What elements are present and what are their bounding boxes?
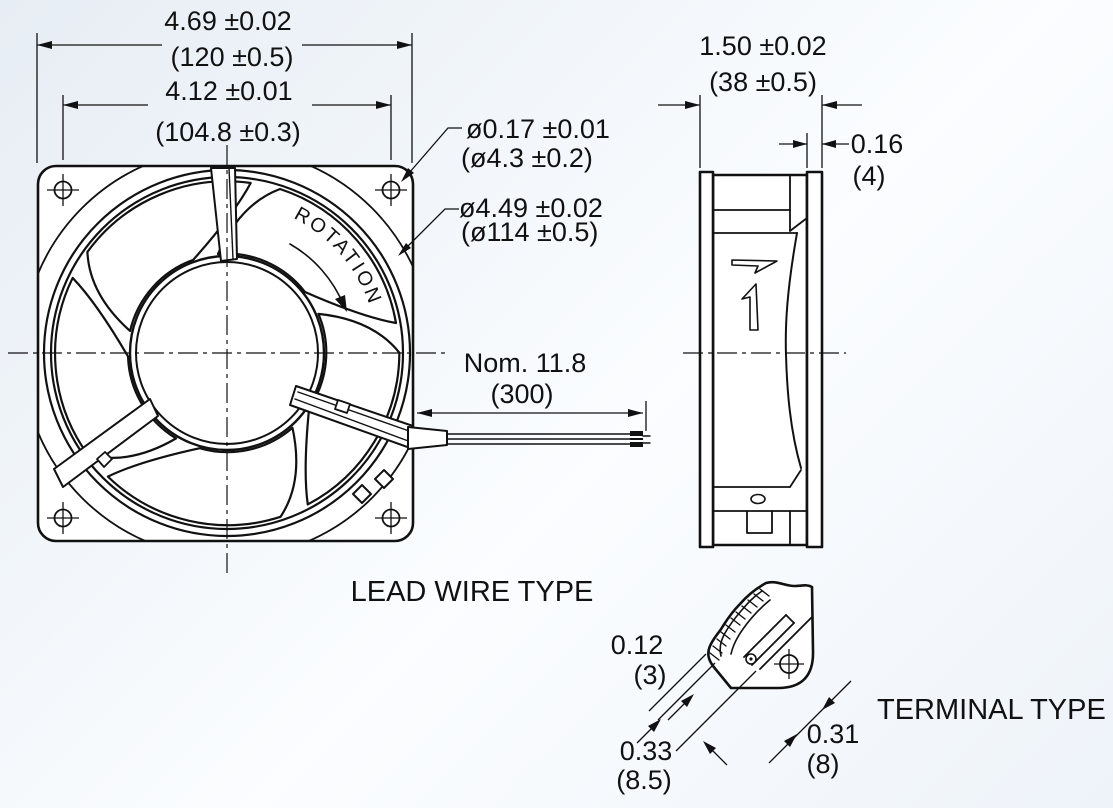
venturi-dim-in: ø4.49 ±0.02 — [459, 193, 603, 223]
lead-wire-type-caption: LEAD WIRE TYPE — [351, 576, 594, 608]
hole-pos-dim-in: 0.31 — [807, 719, 860, 749]
side-flange-right — [805, 170, 824, 549]
rotation-arrow-icon — [741, 283, 759, 331]
frame-width-dim-in: 4.69 ±0.02 — [164, 6, 291, 36]
blade-silhouette — [784, 232, 802, 469]
side-view — [683, 170, 846, 549]
rotation-arrowhead — [335, 295, 347, 312]
mount-hole-dim-in: ø0.17 ±0.01 — [466, 114, 610, 144]
struts — [53, 167, 414, 488]
wire-connector-block — [407, 426, 448, 450]
wall-dim-mm: (3) — [634, 660, 667, 690]
terminal-detail: 0.12 (3) 0.33 (8.5) 0.31 (8) — [611, 580, 860, 795]
side-flange-left — [698, 170, 715, 549]
flange-dim-in: 0.16 — [851, 129, 904, 159]
depth-dim-in: 1.50 ±0.02 — [699, 31, 826, 61]
front-dimensions: 4.69 ±0.02 (120 ±0.5) 4.12 ±0.01 (104.8 … — [36, 6, 647, 431]
lead-wire-dim-mm: (300) — [490, 379, 553, 409]
depth-dim-mm: (38 ±0.5) — [709, 67, 817, 97]
hole-pitch-dim-in: 4.12 ±0.01 — [165, 76, 292, 106]
terminal-pos-dim-mm: (8.5) — [616, 765, 672, 795]
terminal-boss — [352, 484, 372, 504]
mount-hole — [375, 174, 407, 206]
strut-tab — [96, 451, 113, 468]
mounting-holes — [47, 174, 407, 534]
flange-dim-mm: (4) — [853, 161, 886, 191]
cord-hole — [750, 493, 766, 505]
detail-mount-hole — [774, 649, 804, 679]
wire-channel-tab — [334, 399, 351, 414]
wire-end — [630, 431, 643, 447]
wall-inner-face — [730, 599, 771, 655]
hole-pos-dim-mm: (8) — [807, 749, 840, 779]
hole-pitch-dim-mm: (104.8 ±0.3) — [155, 117, 300, 147]
wall-dim-in: 0.12 — [611, 630, 664, 660]
mount-hole — [47, 502, 79, 534]
lead-wire-dim-in: Nom. 11.8 — [464, 348, 587, 378]
mount-hole — [375, 502, 407, 534]
mount-hole-dim-mm: (ø4.3 ±0.2) — [461, 143, 593, 173]
side-body — [711, 173, 809, 547]
chamfer-line — [759, 616, 813, 670]
strut-lower-left — [53, 398, 159, 488]
airflow-arrow-icon — [731, 259, 778, 274]
terminal-boss — [374, 469, 394, 489]
venturi-dim-mm: (ø114 ±0.5) — [461, 217, 598, 247]
frame-width-dim-mm: (120 ±0.5) — [171, 42, 294, 72]
mount-hole — [47, 174, 79, 206]
section-band-inner-edge — [719, 590, 763, 657]
terminal-block — [743, 614, 795, 666]
front-view: ROTATION — [0, 140, 651, 587]
lead-wire — [407, 426, 651, 450]
terminal-pos-dim-in: 0.33 — [620, 736, 673, 766]
section-hatching — [709, 588, 770, 661]
side-dimensions: 1.50 ±0.02 (38 ±0.5) 0.16 (4) — [658, 31, 903, 191]
side-internal-lines — [712, 174, 808, 546]
detail-dimensions: 0.12 (3) 0.33 (8.5) 0.31 (8) — [611, 630, 860, 795]
terminal-type-caption: TERMINAL TYPE — [877, 694, 1106, 726]
